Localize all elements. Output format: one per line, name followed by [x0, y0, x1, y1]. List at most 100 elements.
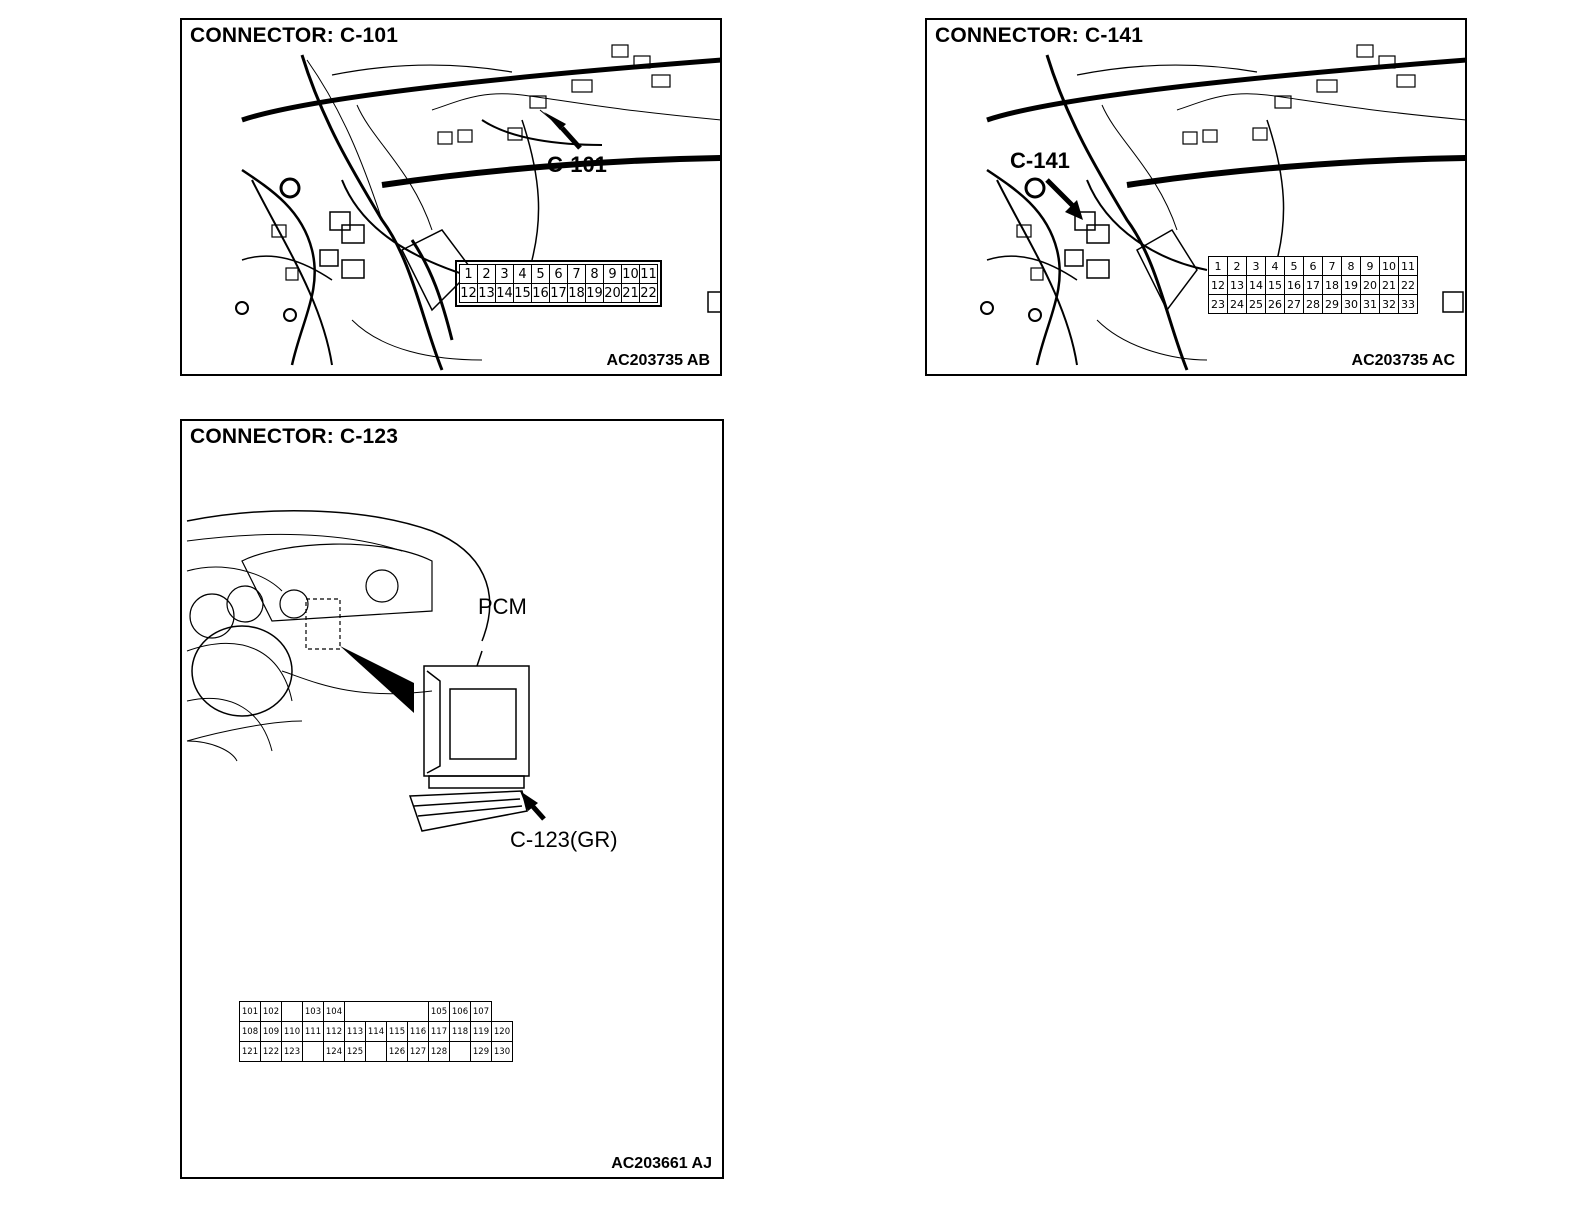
connector-pin: 7	[1322, 256, 1342, 276]
connector-pin: 14	[1246, 275, 1266, 295]
c141-harness-illustration	[980, 44, 1465, 371]
connector-empty-cell	[281, 1001, 303, 1022]
connector-pin: 101	[239, 1001, 261, 1022]
connector-empty-cell	[365, 1001, 387, 1022]
connector-pin: 8	[585, 264, 604, 284]
connector-pin: 21	[621, 283, 640, 303]
connector-pin: 15	[1265, 275, 1285, 295]
connector-pin: 128	[428, 1041, 450, 1062]
connector-pin: 7	[567, 264, 586, 284]
c123-dashboard-pcm-illustration	[186, 510, 546, 832]
connector-pin: 117	[428, 1021, 450, 1042]
connector-pin: 5	[531, 264, 550, 284]
connector-pin: 12	[1208, 275, 1228, 295]
connector-pin: 28	[1303, 294, 1323, 314]
connector-pin: 25	[1246, 294, 1266, 314]
connector-pin: 22	[639, 283, 658, 303]
connector-pin: 2	[1227, 256, 1247, 276]
connector-pin: 1	[459, 264, 478, 284]
pcm-module	[408, 650, 530, 832]
connector-pin: 108	[239, 1021, 261, 1042]
connector-pin: 126	[386, 1041, 408, 1062]
connector-pin: 113	[344, 1021, 366, 1042]
connector-pin: 11	[639, 264, 658, 284]
pcm-label: PCM	[478, 594, 527, 619]
connector-pin: 109	[260, 1021, 282, 1042]
connector-pin: 123	[281, 1041, 303, 1062]
c101-callout-arrow	[544, 112, 582, 150]
connector-pin: 114	[365, 1021, 387, 1042]
connector-pin: 105	[428, 1001, 450, 1022]
connector-pin: 33	[1398, 294, 1418, 314]
connector-pin: 21	[1379, 275, 1399, 295]
connector-pin: 17	[1303, 275, 1323, 295]
connector-pin: 27	[1284, 294, 1304, 314]
connector-pin: 5	[1284, 256, 1304, 276]
connector-pin: 110	[281, 1021, 303, 1042]
connector-pin: 11	[1398, 256, 1418, 276]
connector-pin: 29	[1322, 294, 1342, 314]
connector-empty-cell	[344, 1001, 366, 1022]
c123-title: CONNECTOR: C-123	[190, 425, 399, 448]
connector-pin: 20	[1360, 275, 1380, 295]
connector-pin: 103	[302, 1001, 324, 1022]
connector-pin: 8	[1341, 256, 1361, 276]
connector-pin: 23	[1208, 294, 1228, 314]
connector-pin: 12	[459, 283, 478, 303]
pcm-location-pointer	[340, 646, 414, 713]
connector-pin: 22	[1398, 275, 1418, 295]
connector-empty-cell	[365, 1041, 387, 1062]
connector-pin: 106	[449, 1001, 471, 1022]
c141-callout-label: C-141	[1010, 148, 1070, 173]
c101-figure-code: AC203735 AB	[606, 352, 710, 369]
connector-pin: 120	[491, 1021, 513, 1042]
connector-pin: 30	[1341, 294, 1361, 314]
connector-pin: 16	[531, 283, 550, 303]
connector-pin: 19	[1341, 275, 1361, 295]
connector-pin: 4	[513, 264, 532, 284]
connector-empty-cell	[302, 1041, 324, 1062]
connector-pin: 124	[323, 1041, 345, 1062]
connector-pin: 111	[302, 1021, 324, 1042]
connector-pin: 115	[386, 1021, 408, 1042]
connector-pin: 20	[603, 283, 622, 303]
connector-pin: 13	[477, 283, 496, 303]
connector-pin: 127	[407, 1041, 429, 1062]
connector-pin: 118	[449, 1021, 471, 1042]
connector-pin: 10	[1379, 256, 1399, 276]
c141-figure-code: AC203735 AC	[1351, 352, 1455, 369]
connector-pin: 4	[1265, 256, 1285, 276]
connector-pin: 2	[477, 264, 496, 284]
connector-pin: 6	[549, 264, 568, 284]
connector-pin: 19	[585, 283, 604, 303]
connector-pin: 121	[239, 1041, 261, 1062]
connector-pin: 119	[470, 1021, 492, 1042]
connector-pin: 15	[513, 283, 532, 303]
connector-pin: 16	[1284, 275, 1304, 295]
connector-pin: 122	[260, 1041, 282, 1062]
connector-pin: 18	[567, 283, 586, 303]
c101-title: CONNECTOR: C-101	[190, 24, 399, 47]
connector-pin: 18	[1322, 275, 1342, 295]
connector-pin: 3	[1246, 256, 1266, 276]
connector-pin: 10	[621, 264, 640, 284]
connector-pin: 13	[1227, 275, 1247, 295]
connector-pin: 32	[1379, 294, 1399, 314]
c141-title: CONNECTOR: C-141	[935, 24, 1144, 47]
connector-pin: 102	[260, 1001, 282, 1022]
connector-pin: 125	[344, 1041, 366, 1062]
c123-callout-arrow	[520, 791, 546, 821]
connector-pin: 107	[470, 1001, 492, 1022]
connector-pin: 112	[323, 1021, 345, 1042]
